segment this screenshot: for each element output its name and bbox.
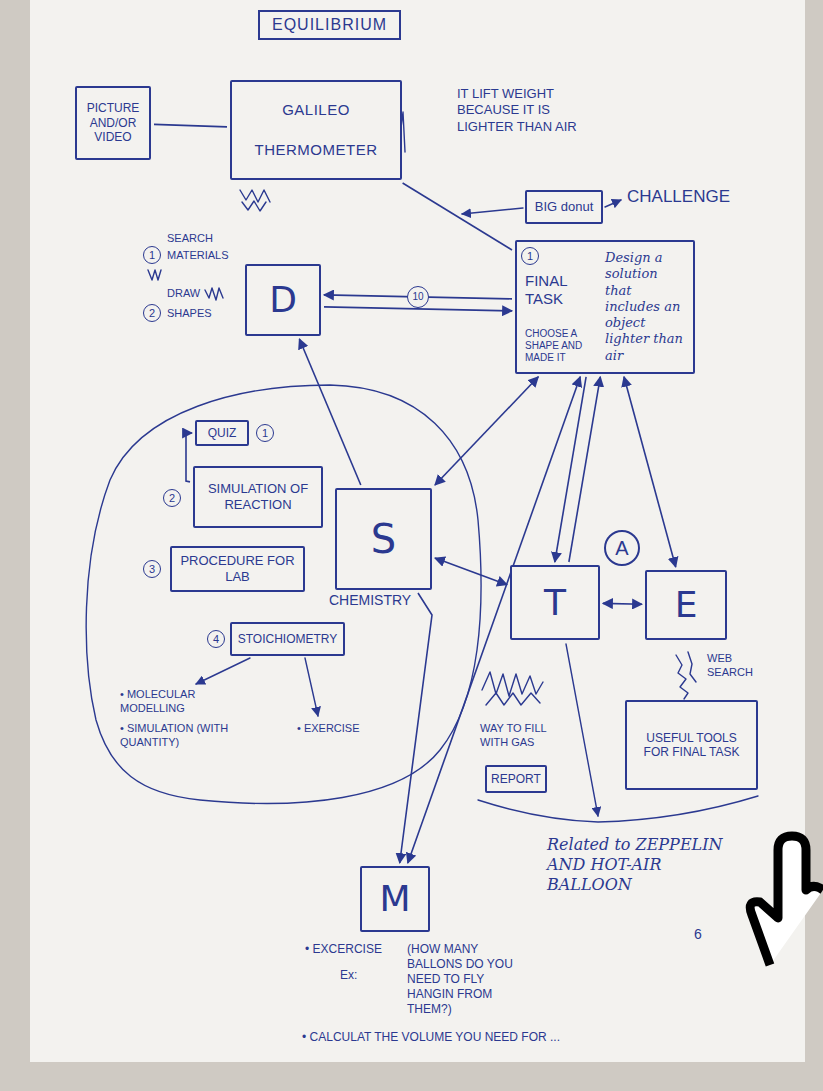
note-text: • CALCULAT THE VOLUME YOU NEED FOR ...	[300, 1030, 562, 1045]
scribble	[240, 190, 270, 211]
callout-number: 1	[521, 247, 539, 265]
callout-number: 2	[163, 489, 181, 507]
node-text: T	[544, 585, 566, 621]
edge-label: 10	[407, 286, 429, 308]
node-subtext: Design a solution that includes an objec…	[605, 250, 685, 364]
note-text: • MOLECULAR MODELLING	[118, 688, 242, 716]
technology-box: T	[510, 565, 600, 640]
node-subtext: CHEMISTRY	[327, 592, 413, 609]
node-subtext: CHOOSE A SHAPE AND MADE IT	[525, 328, 599, 364]
design-box: D	[245, 264, 321, 336]
leader-arrow	[566, 644, 598, 816]
connector	[435, 558, 507, 585]
leader-arrow	[196, 658, 250, 684]
connector	[569, 377, 600, 562]
note-text: WAY TO FILL WITH GAS	[478, 722, 567, 750]
engineering-box: E	[645, 570, 727, 640]
leader-arrow	[305, 658, 318, 716]
node-text: S	[371, 519, 396, 559]
node-text: PICTURE AND/OR VIDEO	[83, 101, 143, 144]
media-box: PICTURE AND/OR VIDEO	[75, 86, 151, 160]
note-text: Ex:	[338, 968, 359, 983]
connector	[408, 377, 580, 863]
pointer-hand-icon	[750, 836, 823, 965]
note-text: • EXCERCISE	[303, 942, 384, 957]
math-box: M	[360, 866, 430, 932]
scribble	[148, 270, 223, 300]
note-text: WEB SEARCH	[705, 652, 767, 680]
note-text: MATERIALS	[165, 249, 231, 263]
callout-number: 1	[256, 424, 274, 442]
note-text: (HOW MANY BALLONS DO YOU NEED TO FLY HAN…	[405, 942, 534, 1017]
diagram-title: EQUILIBRIUM	[258, 10, 401, 40]
node-text: M	[379, 881, 410, 917]
leader-arrow	[605, 200, 621, 207]
tools-box: USEFUL TOOLS FOR FINAL TASK	[625, 700, 758, 790]
scribble	[482, 672, 543, 705]
node-text: SIMULATION OF REACTION	[201, 481, 315, 512]
stoichiometry-box: STOICHIOMETRY	[230, 622, 345, 656]
connector	[154, 124, 227, 127]
simulation-box: SIMULATION OF REACTION	[193, 466, 323, 528]
galileo-box: GALILEO THERMOMETER	[230, 80, 402, 180]
circle-letter: A	[604, 530, 640, 566]
connector	[603, 603, 642, 605]
callout-number: 4	[207, 630, 225, 648]
connector	[403, 183, 512, 250]
node-text: REPORT	[491, 772, 541, 786]
report-box: REPORT	[485, 765, 547, 793]
final-task-box: FINAL TASKDesign a solution that include…	[515, 240, 695, 374]
callout-number: 1	[143, 246, 161, 264]
science-box: SCHEMISTRY	[335, 488, 432, 590]
node-text: PROCEDURE FOR LAB	[178, 553, 297, 584]
callout-number: 2	[143, 304, 161, 322]
node-text: GALILEO THERMOMETER	[254, 90, 379, 171]
note-text: DRAW	[165, 287, 202, 301]
node-text: STOICHIOMETRY	[238, 632, 338, 646]
note-text: 6	[692, 926, 704, 944]
paper-sheet	[30, 0, 805, 1062]
connector	[186, 433, 192, 482]
node-text: QUIZ	[208, 426, 237, 440]
node-text: USEFUL TOOLS FOR FINAL TASK	[633, 731, 750, 760]
node-text: D	[269, 282, 297, 318]
note-text: SHAPES	[165, 307, 214, 321]
connector	[299, 339, 360, 485]
note-text: SEARCH	[165, 232, 215, 246]
quiz-box: QUIZ	[195, 420, 249, 446]
node-text: FINAL TASK	[525, 272, 599, 308]
note-text: CHALLENGE	[625, 186, 732, 207]
note-text: Related to ZEPPELIN AND HOT-AIR BALLOON	[545, 835, 727, 895]
brace	[478, 796, 758, 822]
challenge-box: BIG donut	[525, 190, 603, 224]
scribble	[676, 652, 696, 699]
group-outline	[86, 385, 481, 803]
note-text: • SIMULATION (WITH QUANTITY)	[118, 722, 232, 750]
connector	[400, 593, 432, 863]
node-text: E	[675, 587, 698, 623]
node-text: A	[615, 536, 628, 560]
callout-number: 3	[143, 560, 161, 578]
leader-arrow	[462, 208, 523, 214]
note-text: IT LIFT WEIGHT BECAUSE IT IS LIGHTER THA…	[455, 86, 589, 135]
procedure-box: PROCEDURE FOR LAB	[170, 546, 305, 592]
note-text: • EXERCISE	[295, 722, 362, 736]
connector	[435, 377, 538, 485]
node-text: BIG donut	[535, 199, 594, 215]
